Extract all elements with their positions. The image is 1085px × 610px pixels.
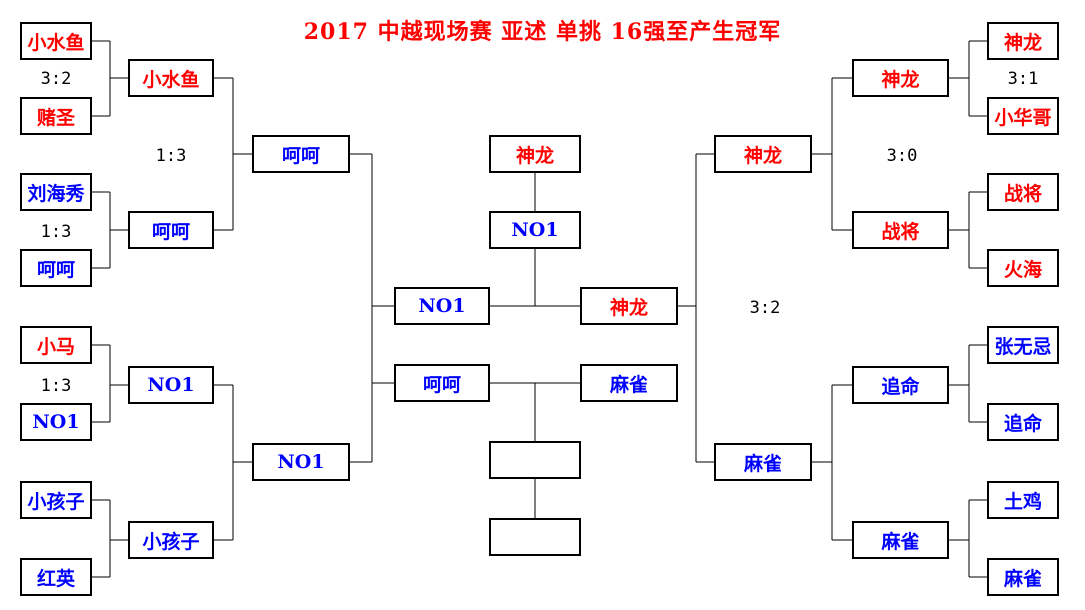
player-name: NO1 [418,295,466,317]
left-qf-slot-4: 小孩子 [128,521,214,559]
right-r16-slot-7: 土鸡 [987,481,1059,519]
player-name: 呵呵 [151,220,190,243]
player-name: 小孩子 [27,490,85,513]
player-name: 刘海秀 [27,182,85,205]
player-name: 赌圣 [36,106,75,129]
player-name: 小水鱼 [142,68,200,91]
player-name: 火海 [1003,258,1042,281]
third-place-slot-1 [489,441,581,479]
left-qf-slot-3: NO1 [128,366,214,404]
left-sf-slot-1: 呵呵 [252,135,350,173]
player-name: 神龙 [609,296,648,319]
player-name: 神龙 [515,144,554,167]
player-name: 呵呵 [422,373,461,396]
player-name: 麻雀 [881,530,920,553]
player-name: 麻雀 [609,373,648,396]
center-top-slot: 神龙 [489,135,581,173]
left-third-slot: 呵呵 [394,364,490,402]
right-qf-slot-3: 追命 [852,366,949,404]
player-name: 小孩子 [142,530,200,553]
left-r16-slot-1: 小水鱼 [20,22,92,60]
player-name: 神龙 [881,68,920,91]
right-r16-slot-8: 麻雀 [987,558,1059,596]
left-qf-slot-1: 小水鱼 [128,59,214,97]
player-name: 小马 [36,335,75,358]
player-name: NO1 [32,411,80,433]
right-final-slot: 神龙 [580,287,678,325]
player-name: 红英 [36,567,75,590]
left-r16-slot-3: 刘海秀 [20,173,92,211]
left-sf-slot-2: NO1 [252,443,350,481]
player-name: 神龙 [1003,31,1042,54]
player-name: NO1 [511,219,559,241]
score-label: 3:2 [40,69,72,89]
player-name: 麻雀 [1003,567,1042,590]
left-r16-slot-7: 小孩子 [20,481,92,519]
player-name: 追命 [1003,412,1042,435]
right-sf-slot-1: 神龙 [714,135,812,173]
score-label: 1:3 [155,146,187,166]
player-name: 小华哥 [994,106,1052,129]
left-r16-slot-4: 呵呵 [20,249,92,287]
player-name: 呵呵 [36,258,75,281]
player-name: 麻雀 [743,452,782,475]
left-r16-slot-5: 小马 [20,326,92,364]
player-name: 神龙 [743,144,782,167]
left-r16-slot-8: 红英 [20,558,92,596]
player-name: 小水鱼 [27,31,85,54]
right-r16-slot-6: 追命 [987,403,1059,441]
player-name: 战将 [1003,182,1042,205]
left-final-slot: NO1 [394,287,490,325]
right-r16-slot-1: 神龙 [987,22,1059,60]
champion-slot: NO1 [489,211,581,249]
score-label: 3:0 [886,146,918,166]
score-label: 1:3 [40,222,72,242]
right-sf-slot-2: 麻雀 [714,443,812,481]
right-r16-slot-2: 小华哥 [987,97,1059,135]
score-label: 1:3 [40,376,72,396]
player-name: 呵呵 [281,144,320,167]
player-name: NO1 [147,374,195,396]
left-qf-slot-2: 呵呵 [128,211,214,249]
right-r16-slot-5: 张无忌 [987,326,1059,364]
score-label: 3:2 [749,298,781,318]
right-r16-slot-4: 火海 [987,249,1059,287]
player-name: 追命 [881,375,920,398]
right-r16-slot-3: 战将 [987,173,1059,211]
right-qf-slot-1: 神龙 [852,59,949,97]
player-name: 土鸡 [1003,490,1042,513]
player-name: NO1 [277,451,325,473]
page-title: 2017 中越现场赛 亚述 单挑 16强至产生冠军 [303,19,782,45]
third-place-slot-2 [489,518,581,556]
left-r16-slot-2: 赌圣 [20,97,92,135]
right-third-slot: 麻雀 [580,364,678,402]
left-r16-slot-6: NO1 [20,403,92,441]
player-name: 战将 [881,220,920,243]
right-qf-slot-4: 麻雀 [852,521,949,559]
right-qf-slot-2: 战将 [852,211,949,249]
player-name: 张无忌 [994,335,1052,358]
score-label: 3:1 [1007,69,1039,89]
